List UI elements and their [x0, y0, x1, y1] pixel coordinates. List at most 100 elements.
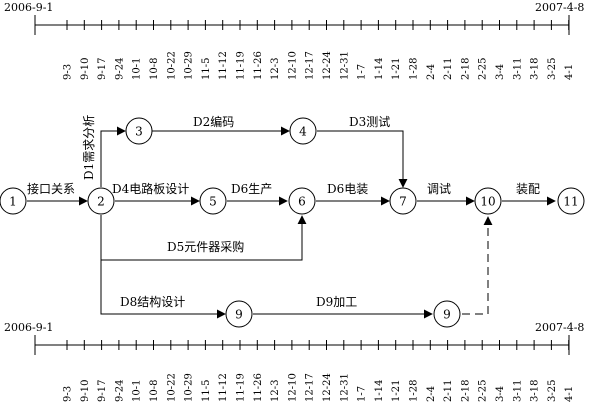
node-5-label: 5: [209, 195, 217, 209]
bottom-timeline-tick-label: 12-3: [270, 380, 281, 402]
top-timeline-tick-label: 11-19: [236, 51, 247, 80]
top-timeline-tick-label: 3-11: [512, 58, 523, 80]
node-5: 5: [199, 187, 227, 215]
top-end-date: 2007-4-8: [535, 1, 584, 14]
top-timeline-tick-label: 11-5: [201, 58, 212, 80]
bottom-timeline-tick-label: 4-1: [564, 386, 575, 402]
network-edges: [27, 126, 556, 319]
node-9-first-label: 9: [235, 308, 243, 322]
top-timeline-tick-label: 11-26: [253, 51, 264, 80]
top-timeline-tick-label: 3-25: [547, 58, 558, 80]
top-timeline-tick-label: 12-3: [270, 58, 281, 80]
top-timeline-tick-label: 1-28: [409, 58, 420, 80]
bottom-timeline-tick-label: 11-26: [253, 373, 264, 402]
bottom-start-date: 2006-9-1: [4, 321, 53, 334]
bottom-timeline-tick-label: 10-1: [132, 380, 143, 402]
edge-4-7: [317, 130, 408, 188]
label-d6-production: D6生产: [231, 182, 272, 196]
bottom-timeline-tick-label: 11-12: [218, 373, 229, 402]
top-timeline-tick-label: 10-8: [149, 58, 160, 80]
label-interface: 接口关系: [27, 181, 75, 196]
label-d6-assembly: D6电装: [327, 182, 368, 196]
top-timeline-tick-label: 2-11: [443, 58, 454, 80]
top-timeline-tick-label: 1-7: [357, 64, 368, 80]
label-d2: D2编码: [193, 114, 234, 129]
node-7: 7: [389, 187, 417, 215]
top-timeline-tick-label: 12-17: [305, 51, 316, 80]
top-timeline-tick-label: 12-24: [322, 51, 333, 80]
bottom-timeline-tick-label: 2-25: [478, 380, 489, 402]
edge-9-10-dashed: [462, 216, 493, 315]
edge-2-6: [100, 215, 307, 261]
node-2: 2: [87, 187, 115, 215]
top-timeline-tick-label: 9-3: [63, 64, 74, 80]
bottom-timeline-tick-label: 12-17: [305, 373, 316, 402]
bottom-timeline-tick-label: 1-28: [409, 380, 420, 402]
bottom-timeline-tick-label: 9-24: [114, 380, 125, 402]
bottom-timeline-tick-label: 2-11: [443, 380, 454, 402]
node-11-label: 11: [563, 195, 578, 209]
top-timeline-tick-label: 2-18: [460, 58, 471, 80]
bottom-timeline-tick-label: 11-19: [236, 373, 247, 402]
label-d8: D8结构设计: [120, 294, 185, 309]
label-d3: D3测试: [349, 114, 390, 129]
edge-2-3: [100, 126, 126, 187]
network-nodes: 1 2 3 4 5 6 7 10 11 9 9: [0, 117, 585, 328]
bottom-timeline-tick-label: 10-22: [166, 373, 177, 402]
label-d1: D1需求分析: [82, 115, 96, 180]
bottom-timeline-tick-label: 3-18: [530, 380, 541, 402]
top-timeline-tick-label: 3-4: [495, 64, 506, 80]
activity-labels: 接口关系 D1需求分析 D2编码 D3测试 D4电路板设计 D6生产 D6电装 …: [27, 114, 540, 309]
top-timeline-tick-label: 12-31: [339, 51, 350, 80]
bottom-timeline-tick-label: 3-4: [495, 386, 506, 402]
top-timeline-tick-label: 10-22: [166, 51, 177, 80]
top-timeline-tick-label: 3-18: [530, 58, 541, 80]
node-10-label: 10: [480, 195, 495, 209]
label-d9: D9加工: [316, 295, 357, 309]
node-1: 1: [0, 187, 27, 215]
top-timeline-tick-label: 11-12: [218, 51, 229, 80]
node-9-second: 9: [433, 300, 461, 328]
bottom-timeline-tick-label: 3-25: [547, 380, 558, 402]
top-timeline-tick-label: 2-4: [426, 64, 437, 80]
bottom-timeline-tick-label: 2-4: [426, 386, 437, 402]
top-timeline-tick-label: 10-29: [184, 51, 195, 80]
bottom-timeline-tick-label: 12-24: [322, 373, 333, 402]
node-9-first: 9: [225, 300, 253, 328]
bottom-timeline-tick-label: 1-7: [357, 386, 368, 402]
top-timeline-tick-label: 9-24: [114, 58, 125, 80]
edge-2-9: [100, 260, 226, 319]
node-11: 11: [557, 187, 585, 215]
top-timeline-tick-label: 1-14: [374, 58, 385, 80]
bottom-timeline-tick-label: 9-10: [80, 380, 91, 402]
top-timeline-tick-label: 4-1: [564, 64, 575, 80]
bottom-end-date: 2007-4-8: [535, 321, 584, 334]
bottom-timeline-tick-label: 3-11: [512, 380, 523, 402]
bottom-timeline-tick-label: 12-10: [287, 373, 298, 402]
bottom-timeline-tick-label: 1-21: [391, 380, 402, 402]
top-timeline-tick-label: 10-1: [132, 58, 143, 80]
bottom-timeline-tick-label: 12-31: [339, 373, 350, 402]
node-4-label: 4: [299, 125, 307, 139]
node-1-label: 1: [9, 195, 17, 209]
node-2-label: 2: [97, 195, 105, 209]
label-debug: 调试: [427, 181, 451, 196]
bottom-timeline-tick-label: 10-29: [184, 373, 195, 402]
bottom-timeline-tick-label: 1-14: [374, 380, 385, 402]
node-4: 4: [289, 117, 317, 145]
node-6-label: 6: [298, 195, 306, 209]
top-start-date: 2006-9-1: [4, 1, 53, 14]
label-d5: D5元件器采购: [167, 239, 244, 254]
node-7-label: 7: [399, 195, 407, 209]
label-final-assembly: 装配: [516, 182, 540, 196]
label-d4: D4电路板设计: [112, 181, 189, 196]
bottom-timeline-tick-label: 9-3: [63, 386, 74, 402]
top-timeline-tick-label: 2-25: [478, 58, 489, 80]
bottom-timeline-tick-label: 10-8: [149, 380, 160, 402]
